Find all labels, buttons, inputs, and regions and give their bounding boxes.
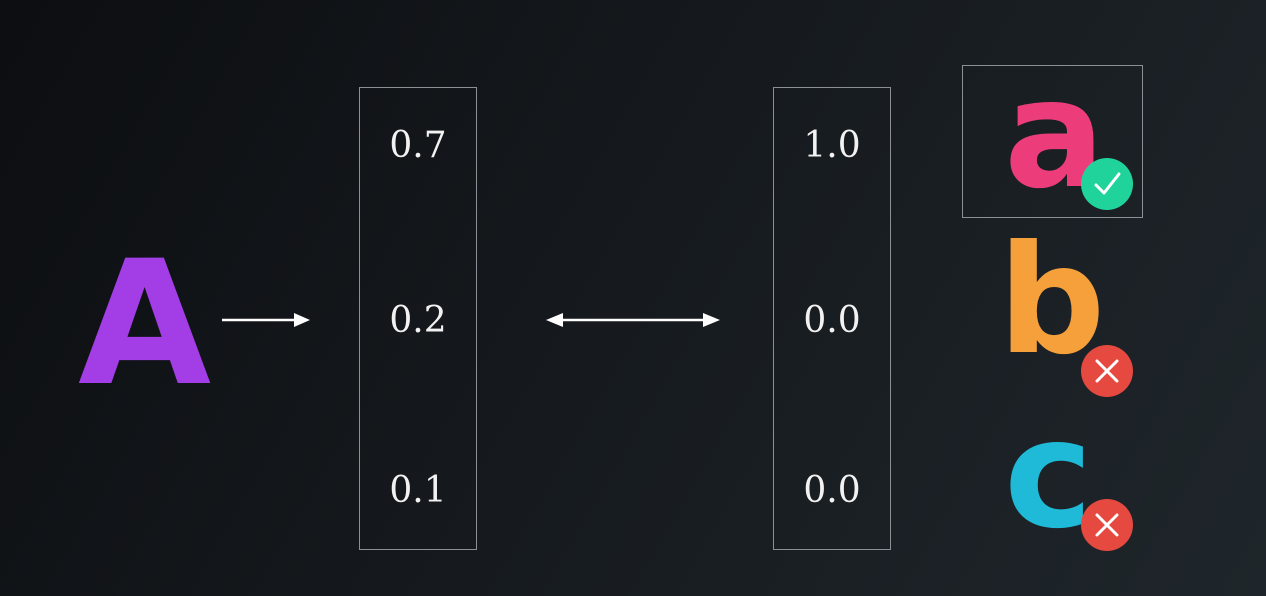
input-letter: A — [78, 223, 212, 424]
cross-icon — [1081, 345, 1133, 397]
target-value: 0.0 — [803, 470, 861, 511]
target-value: 0.0 — [803, 300, 861, 341]
target-vector: 1.0 0.0 0.0 — [773, 87, 891, 550]
correct-label-highlight — [962, 65, 1143, 218]
compare-double-arrow — [546, 313, 720, 327]
prediction-value: 0.1 — [389, 470, 447, 511]
prediction-value: 0.2 — [389, 300, 447, 341]
label-c: c — [1004, 388, 1093, 562]
prediction-value: 0.7 — [389, 125, 447, 166]
prediction-vector: 0.7 0.2 0.1 — [359, 87, 477, 550]
label-b: b — [998, 214, 1106, 388]
check-icon — [1081, 158, 1133, 210]
cross-icon — [1081, 499, 1133, 551]
target-value: 1.0 — [803, 125, 861, 166]
forward-arrow — [222, 313, 310, 327]
